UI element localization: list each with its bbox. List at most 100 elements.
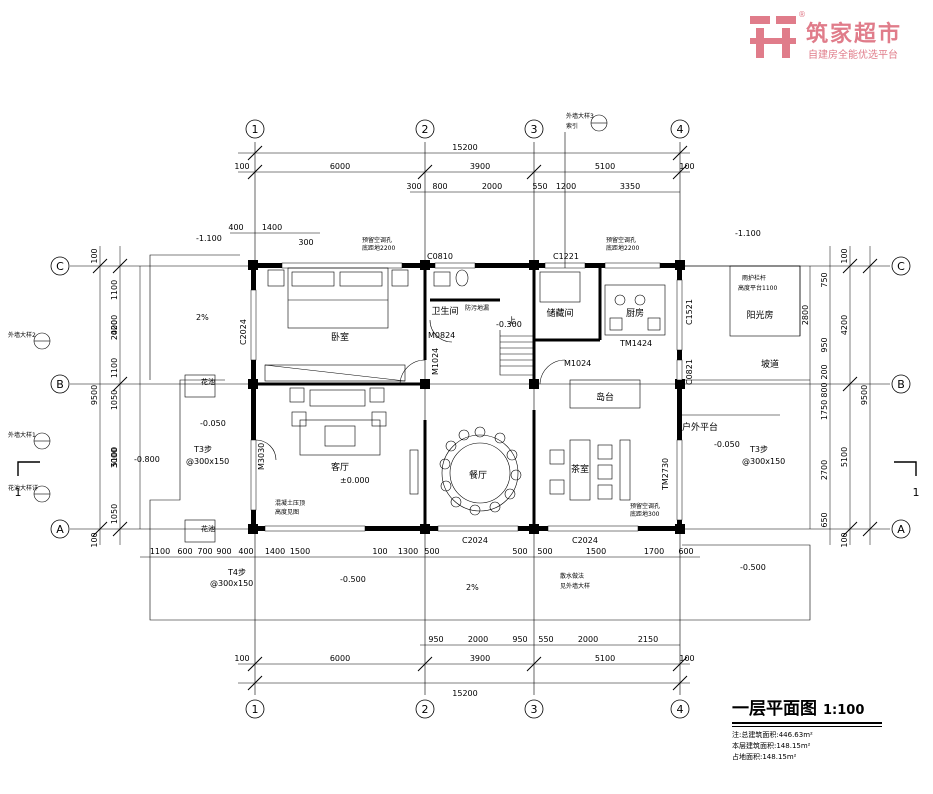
brand-name: 筑家超市 — [806, 22, 903, 47]
dim-bottom-sub-6: 2150 — [638, 635, 658, 644]
dim-left-sub-3: 1100 — [110, 358, 119, 378]
room-island: 岛台 — [596, 391, 614, 403]
slope-2: 2% — [466, 583, 479, 592]
dim-left-bay-1: 4200 — [110, 315, 119, 335]
aircon-note-2: 预留空调孔 — [606, 236, 636, 244]
railing-note-2: 高度平台1100 — [738, 284, 777, 292]
step-dim-2: @300x150 — [742, 457, 785, 466]
room-sunroom: 阳光房 — [746, 309, 773, 321]
dim-top-sub-4: 550 — [532, 182, 547, 191]
dim-left-sub-5: 3000 — [110, 448, 119, 468]
drawing-scale: 1:100 — [823, 703, 865, 718]
brand-reg-mark: ® — [798, 10, 806, 19]
room-tea: 茶室 — [571, 463, 589, 475]
dim-bottom-row-12: 500 — [537, 547, 552, 556]
dim-bottom-row-8: 100 — [372, 547, 387, 556]
window-C2024a: C2024 — [462, 536, 488, 545]
dim-bottom-row-3: 700 — [197, 547, 212, 556]
room-kitchen: 厨房 — [626, 307, 644, 319]
window-C2024-left: C2024 — [239, 319, 248, 345]
dim-right-sub-4: 200 — [820, 364, 829, 379]
brand-logo-icon — [750, 16, 796, 58]
flower-bed-left-top: 花池 — [201, 377, 215, 386]
dim-right-sub-1: 750 — [820, 272, 829, 287]
stair-up: 上 — [508, 316, 516, 325]
furniture — [255, 267, 666, 516]
door-TM2730: TM2730 — [661, 458, 670, 491]
dim-top-sub-1: 300 — [406, 182, 421, 191]
axis-col-3-top: 3 — [531, 123, 538, 136]
dim-top-left-1: 400 — [228, 223, 243, 232]
dim-right-outer: 9500 — [860, 385, 869, 405]
dim-bottom-row-7: 1500 — [290, 547, 310, 556]
railing-note: 雨护栏杆 — [742, 274, 766, 282]
detail-ref-2: 外墙大样1 — [8, 431, 36, 439]
step-dim-1: @300x150 — [186, 457, 229, 466]
axis-col-2-top: 2 — [422, 123, 429, 136]
brand-tagline: 自建房全能优选平台 — [808, 50, 898, 61]
dim-bottom-row-14: 1700 — [644, 547, 664, 556]
dim-right-sub-5: 800 — [820, 382, 829, 397]
note-floor-area: 本层建筑面积:148.15m² — [732, 742, 811, 750]
aircon-note-1b: 底距地2200 — [362, 244, 395, 252]
detail-ref-3: 花池大样详 — [8, 484, 38, 492]
dim-bottom-sub-1: 950 — [428, 635, 443, 644]
axis-row-A-left: A — [56, 523, 64, 536]
dim-bottom-row-6: 1400 — [265, 547, 285, 556]
dim-bottom-sub-3: 950 — [512, 635, 527, 644]
dim-left-sub-4: 1050 — [110, 390, 119, 410]
dim-bottom-sub-2: 2000 — [468, 635, 488, 644]
area-notes: 注:总建筑面积:446.63m² 本层建筑面积:148.15m² 占地面积:14… — [732, 730, 813, 763]
dim-total-top: 15200 — [452, 143, 477, 152]
dim-left-sub-6: 1050 — [110, 504, 119, 524]
axis-grid — [70, 142, 890, 695]
interior-walls — [256, 266, 602, 524]
aircon-note-2b: 底距地2200 — [606, 244, 639, 252]
aircon-note-3: 预留空调孔 — [630, 502, 660, 510]
dim-bottom-row-1: 1100 — [150, 547, 170, 556]
window-C1521: C1521 — [685, 299, 694, 325]
drawing-title: 一层平面图 — [732, 699, 817, 719]
dim-bay-2-bottom: 3900 — [470, 654, 490, 663]
dim-bottom-row-13: 1500 — [586, 547, 606, 556]
window-C2024b: C2024 — [572, 536, 598, 545]
section-markers — [17, 461, 917, 476]
dim-left-bay-2: 5100 — [110, 447, 119, 467]
dim-right-bay-2: 5100 — [840, 447, 849, 467]
dim-top-sub-6: 3350 — [620, 182, 640, 191]
dim-top-left-2: 1400 — [262, 223, 282, 232]
dim-bottom-sub-5: 2000 — [578, 635, 598, 644]
note-footprint: 占地面积:148.15m² — [732, 753, 797, 761]
dim-total-bottom: 15200 — [452, 689, 477, 698]
axis-bubbles — [50, 119, 911, 719]
floor-drain-note: 防污地漏 — [465, 304, 489, 312]
dim-right-sub-7: 2700 — [820, 460, 829, 480]
door-M3030: M3030 — [257, 443, 266, 470]
dim-left-sub-1: 1100 — [110, 280, 119, 300]
window-C1221: C1221 — [553, 252, 579, 261]
dim-top-sub-5: 1200 — [556, 182, 576, 191]
window-C0810: C0810 — [427, 252, 453, 261]
dim-right-sub-3: 950 — [820, 337, 829, 352]
room-dining: 餐厅 — [469, 469, 487, 481]
dim-top-sub-3: 2000 — [482, 182, 502, 191]
dim-end-top: 100 — [234, 162, 249, 171]
dim-right-sub-6: 1750 — [820, 400, 829, 420]
drawing-title-block: 一层平面图 1:100 — [732, 694, 932, 727]
axis-row-A-right: A — [897, 523, 905, 536]
elev-outdoor-7: -0.050 — [714, 440, 740, 449]
axis-col-4-bottom: 4 — [677, 703, 684, 716]
window-openings — [250, 262, 683, 532]
dim-right-end-top: 100 — [840, 248, 849, 263]
axis-row-B-right: B — [897, 378, 905, 391]
dim-left-outer: 9500 — [90, 385, 99, 405]
dim-bay-3-bottom: 5100 — [595, 654, 615, 663]
detail-ref-bubbles — [33, 114, 608, 503]
room-veranda: 户外平台 — [682, 421, 718, 433]
elev-stair: -0.300 — [496, 320, 522, 329]
elev-outdoor-2: -1.100 — [735, 229, 761, 238]
axis-col-4-top: 4 — [677, 123, 684, 136]
dim-bay-1-top: 6000 — [330, 162, 350, 171]
elev-interior: ±0.000 — [340, 476, 370, 485]
dim-top-sub-2: 800 — [432, 182, 447, 191]
